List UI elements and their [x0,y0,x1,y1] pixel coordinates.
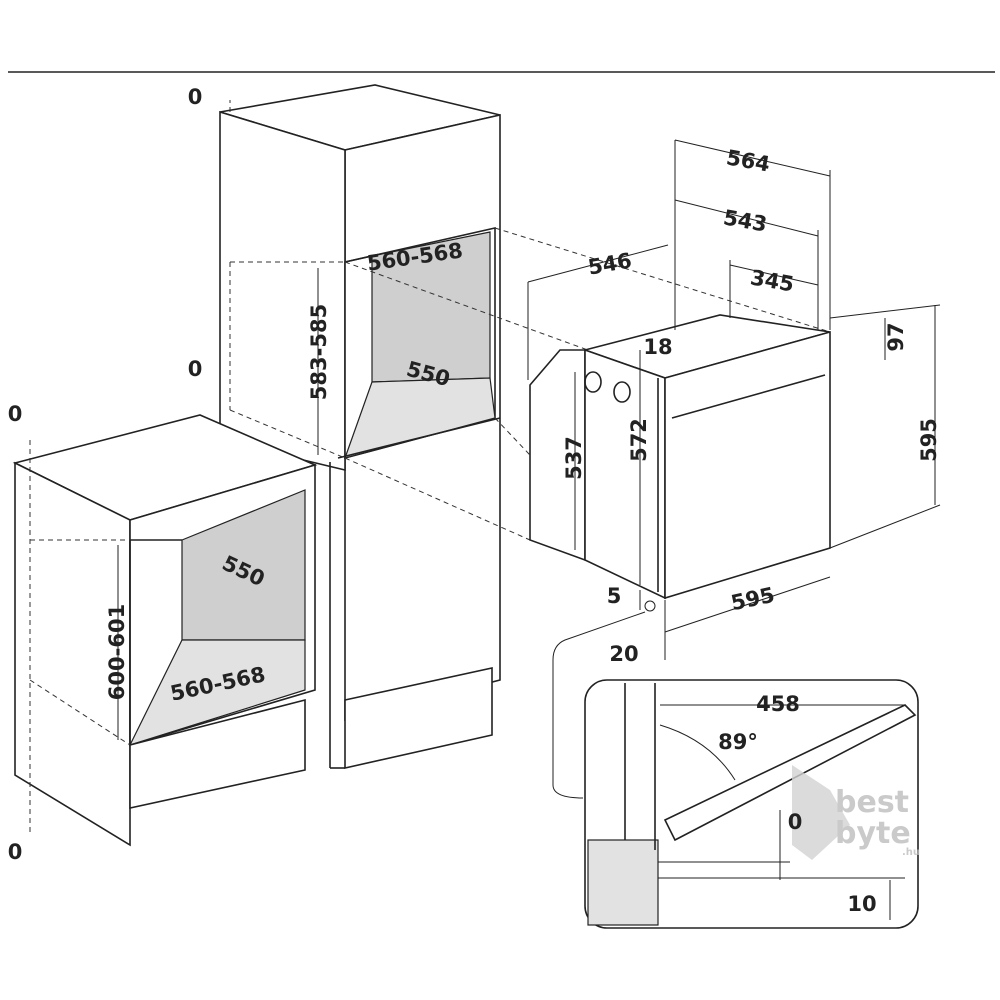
dim-clearance-top-base: 0 [8,402,23,426]
dim-tall-niche-height: 583-585 [307,304,331,400]
dim-door-open-depth: 458 [756,692,800,716]
dim-oven-body-height: 537 [562,436,586,480]
knob-icon [584,371,602,393]
dim-oven-offset: 18 [643,335,672,359]
oven [527,139,941,660]
svg-text:byte: byte [835,816,911,851]
tall-cabinet [219,84,501,769]
svg-text:best: best [835,785,909,820]
base-drawer [129,698,306,809]
dim-oven-body-width: 543 [722,205,769,236]
dim-oven-depth: 546 [586,248,633,279]
oven-door [664,330,831,600]
dim-base-niche-height: 600-601 [105,604,129,700]
watermark-logo: best byte .hu [792,765,920,860]
dim-oven-top-width: 564 [725,145,772,176]
dim-oven-bottom-gap: 5 [607,584,622,608]
tall-plinth [344,667,493,769]
knob-icon [613,381,631,403]
dim-oven-door-thickness: 20 [609,642,638,666]
dim-oven-height: 595 [917,418,941,462]
dim-oven-rear-width: 345 [749,265,796,296]
dim-clearance-bottom-base: 0 [8,840,23,864]
door-detail-inset [552,611,919,929]
dim-door-clearance-min: 0 [788,810,803,834]
base-cabinet [12,414,318,847]
dim-clearance-mid-tall: 0 [188,357,203,381]
dim-door-clearance-max: 10 [847,892,876,916]
dim-oven-top-panel: 97 [884,322,908,351]
dim-oven-inner-height: 572 [627,418,651,462]
dim-oven-front-width: 595 [729,583,777,616]
dim-door-angle: 89° [718,730,758,754]
dim-clearance-top-tall: 0 [188,85,203,109]
svg-text:.hu: .hu [902,847,920,858]
